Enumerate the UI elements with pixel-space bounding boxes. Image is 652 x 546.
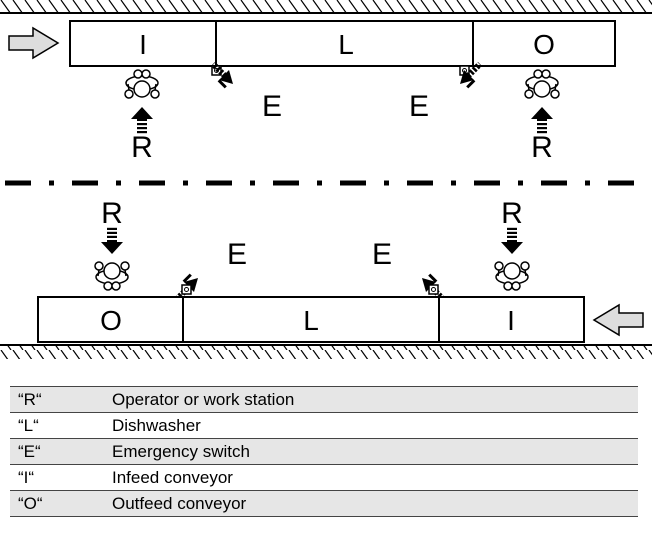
- operator-label: R: [501, 197, 523, 230]
- legend-row: “L“ Dishwasher: [10, 412, 638, 439]
- legend-description: Outfeed conveyor: [104, 490, 638, 517]
- legend-row: “E“ Emergency switch: [10, 438, 638, 465]
- left-arrow-icon: [592, 303, 644, 337]
- emergency-label: E: [227, 238, 247, 271]
- legend-row: “I“ Infeed conveyor: [10, 464, 638, 491]
- up-arrow-icon: [531, 107, 553, 134]
- legend-row: “O“ Outfeed conveyor: [10, 490, 638, 517]
- bottom-wall-hatch: [0, 346, 652, 359]
- operator-person-icon: [124, 69, 160, 99]
- legend-code: “O“: [10, 490, 104, 517]
- legend-description: Dishwasher: [104, 412, 638, 439]
- operator-label: R: [131, 131, 153, 164]
- legend-description: Operator or work station: [104, 386, 638, 413]
- dishwasher-bottom: [182, 296, 440, 343]
- legend-code: “I“: [10, 464, 104, 491]
- conveyor-label: O: [533, 29, 555, 60]
- up-arrow-icon: [131, 107, 153, 134]
- down-arrow-icon: [101, 227, 123, 254]
- emergency-label: E: [262, 90, 282, 123]
- top-line: I L O E E R R: [0, 0, 652, 164]
- legend-table: “R“ Operator or work station “L“ Dishwas…: [10, 386, 638, 517]
- conveyor-label: L: [338, 29, 354, 60]
- outfeed-conveyor-top: [472, 20, 616, 67]
- emergency-label: E: [409, 90, 429, 123]
- legend-code: “R“: [10, 386, 104, 413]
- legend-code: “E“: [10, 438, 104, 465]
- operator-label: R: [531, 131, 553, 164]
- legend-code: “L“: [10, 412, 104, 439]
- bottom-line: R R E E O L I: [0, 197, 652, 359]
- operator-person-icon: [524, 69, 560, 99]
- infeed-conveyor-bottom: [438, 296, 585, 343]
- emergency-label: E: [372, 238, 392, 271]
- legend-row: “R“ Operator or work station: [10, 386, 638, 413]
- operator-person-icon: [494, 261, 530, 291]
- conveyor-label: I: [139, 29, 147, 60]
- dishwasher-layout-diagram: I L O E E R R R R E E: [0, 0, 652, 359]
- top-wall-hatch: [0, 0, 652, 13]
- conveyor-label: O: [100, 305, 122, 336]
- conveyor-label: L: [303, 305, 319, 336]
- legend-description: Infeed conveyor: [104, 464, 638, 491]
- conveyor-label: I: [507, 305, 515, 336]
- right-arrow-icon: [8, 26, 60, 60]
- operator-person-icon: [94, 261, 130, 291]
- dishwasher-top: [215, 20, 474, 67]
- operator-label: R: [101, 197, 123, 230]
- down-arrow-icon: [501, 227, 523, 254]
- legend-description: Emergency switch: [104, 438, 638, 465]
